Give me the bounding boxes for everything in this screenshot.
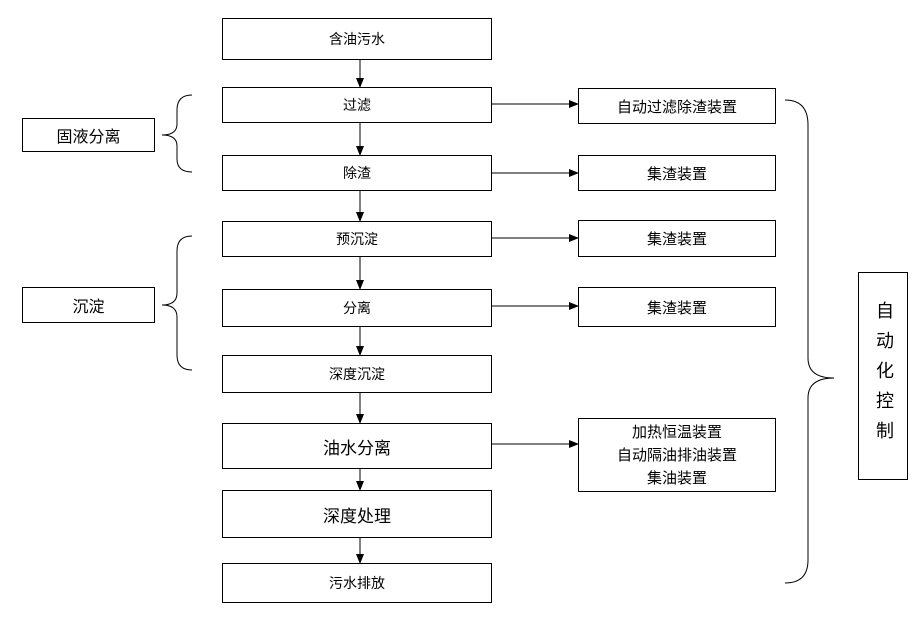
device-label-line-1: 加热恒温装置 [631, 422, 722, 441]
step-box-6: 深度沉淀 [222, 355, 492, 393]
group-label: 固液分离 [56, 127, 121, 146]
step-label: 分离 [343, 301, 371, 317]
step-box-4: 预沉淀 [222, 221, 492, 257]
step-label: 过滤 [343, 98, 371, 114]
device-label: 集渣装置 [646, 230, 707, 248]
step-label: 深度沉淀 [329, 367, 385, 383]
step-box-3: 除渣 [222, 155, 492, 191]
step-label: 除渣 [343, 166, 371, 182]
brace-automatic-control [784, 99, 835, 584]
device-box-3: 集渣装置 [578, 220, 776, 257]
brace-sedimentation [161, 235, 193, 371]
device-box-1: 自动过滤除渣装置 [578, 88, 776, 124]
step-box-8: 深度处理 [222, 490, 492, 538]
device-label: 集渣装置 [646, 298, 707, 317]
step-box-5: 分离 [222, 289, 492, 327]
device-label-line-2: 自动隔油排油装置 [616, 445, 737, 464]
group-box-sedimentation: 沉淀 [22, 287, 155, 323]
group-box-solid-liquid-separation: 固液分离 [22, 118, 155, 152]
step-box-1: 含油污水 [222, 18, 492, 60]
step-label: 深度处理 [323, 506, 391, 527]
device-box-4: 集渣装置 [578, 287, 776, 327]
device-box-2: 集渣装置 [578, 155, 776, 191]
brace-solid-liquid-separation [161, 94, 193, 173]
step-box-7: 油水分离 [222, 423, 492, 469]
step-box-2: 过滤 [222, 87, 492, 123]
device-label: 集渣装置 [646, 164, 707, 183]
step-label: 污水排放 [329, 576, 385, 592]
device-label: 自动过滤除渣装置 [616, 97, 737, 116]
device-label-line-3: 集油装置 [646, 468, 707, 487]
step-label: 油水分离 [323, 438, 391, 459]
group-label: 沉淀 [72, 297, 105, 316]
step-label: 预沉淀 [336, 232, 378, 248]
device-box-5: 加热恒温装置 自动隔油排油装置 集油装置 [578, 418, 776, 492]
step-label: 含油污水 [329, 32, 385, 48]
control-label: 自动化控制 [873, 301, 894, 451]
step-box-9: 污水排放 [222, 563, 492, 603]
automatic-control-box: 自动化控制 [858, 272, 908, 480]
